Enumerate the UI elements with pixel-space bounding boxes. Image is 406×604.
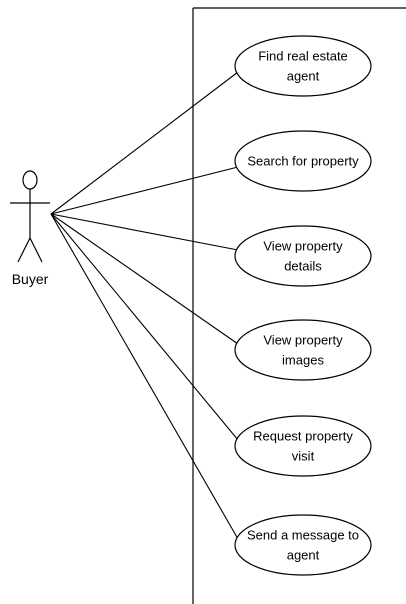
actor-left-leg — [17, 237, 31, 263]
association-line-request-visit — [50, 213, 239, 441]
use-case-ellipse — [234, 225, 372, 287]
use-case-label-line: Send a message to — [247, 528, 359, 543]
use-case-search-property: Search for property — [234, 130, 372, 192]
use-case-label-line: Find real estate — [258, 49, 348, 64]
use-case-label-line: Request property — [253, 429, 353, 444]
use-case-label-line: images — [282, 353, 324, 368]
use-case-label-line: agent — [287, 548, 320, 563]
use-case-ellipse — [234, 415, 372, 477]
actor-right-leg — [29, 237, 43, 263]
use-case-label-line: visit — [292, 449, 315, 464]
actor-label: Buyer — [12, 271, 49, 287]
use-case-ellipse — [234, 319, 372, 381]
actor-buyer: Buyer — [10, 170, 50, 287]
association-line-view-details — [50, 213, 239, 251]
use-case-view-images: View property images — [234, 319, 372, 381]
use-case-label-line: details — [284, 259, 322, 274]
association-lines — [50, 71, 239, 540]
association-line-find-agent — [50, 71, 239, 215]
use-case-request-visit: Request property visit — [234, 415, 372, 477]
use-case-label-line: View property — [263, 239, 343, 254]
use-case-find-agent: Find real estate agent — [234, 35, 372, 97]
use-case-ellipse — [234, 130, 372, 192]
association-line-view-images — [50, 213, 239, 345]
system-boundary — [192, 7, 406, 604]
use-case-label-line: Search for property — [247, 154, 359, 169]
use-case-label-line: agent — [287, 69, 320, 84]
association-line-search-property — [50, 166, 239, 215]
use-case-view-details: View property details — [234, 225, 372, 287]
association-line-send-message — [50, 213, 239, 540]
use-case-ellipse — [234, 514, 372, 576]
actor-head — [22, 170, 38, 190]
use-case-label-line: View property — [263, 333, 343, 348]
use-case-send-message: Send a message to agent — [234, 514, 372, 576]
use-case-ellipse — [234, 35, 372, 97]
